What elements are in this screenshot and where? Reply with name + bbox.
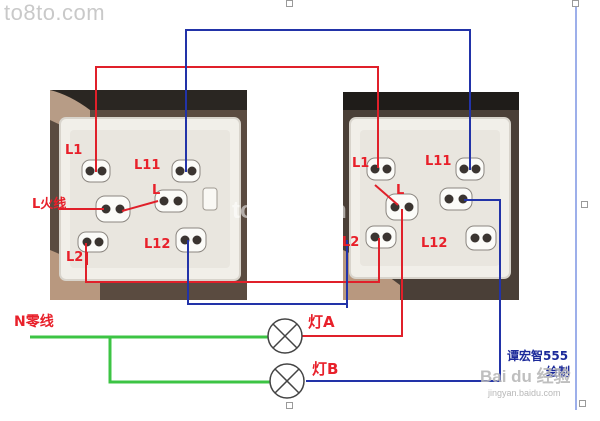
neutral-label: N零线 [14,313,54,330]
watermark-top-left: to8to.com [4,0,106,25]
author-line2: 绘制 [546,364,570,379]
right-terminal-L2 [365,225,397,249]
resize-handle-bottom[interactable] [286,402,293,409]
right-label-L1: L1 [352,156,369,171]
resize-handle-top[interactable] [286,0,293,7]
lamp-b-label: 灯B [312,360,338,378]
left-terminal-L12 [175,227,207,253]
svg-text:jingyan.baidu.com: jingyan.baidu.com [487,388,561,398]
author-line1: 谭宏智555 [507,348,568,363]
neutral-wires [30,335,270,384]
left-label-L: L [152,183,160,198]
right-label-L11: L11 [425,154,451,169]
left-label-L-fire: L火线 [32,196,66,212]
resize-handle-right[interactable] [581,201,588,208]
svg-text:Bai du 经验: Bai du 经验 [480,366,572,386]
left-label-L1: L1 [65,143,82,158]
lamp-b [269,363,305,399]
watermark-center: to8to.com [232,197,347,224]
left-label-L2: L2 [66,250,83,265]
right-label-L: L [396,183,404,198]
right-terminal-L1 [366,157,396,181]
left-label-L11: L11 [134,158,160,173]
left-terminal-L2 [77,231,109,253]
right-label-L2: L2 [342,235,359,250]
left-switch-photo [50,90,247,300]
resize-handle-bottom-right[interactable] [579,400,586,407]
lamp-a [267,318,303,354]
right-terminal-L12 [465,225,497,251]
right-switch-photo [343,92,519,300]
lamp-a-label: 灯A [308,313,335,331]
left-label-L12: L12 [144,237,170,252]
right-label-L12: L12 [421,236,447,251]
resize-handle-top-right[interactable] [572,0,579,7]
left-terminal-L-fire [95,195,131,223]
traveler-wires [185,29,501,382]
live-wires [58,66,403,337]
baidu-watermark: Bai du 经验 jingyan.baidu.com [480,366,572,398]
